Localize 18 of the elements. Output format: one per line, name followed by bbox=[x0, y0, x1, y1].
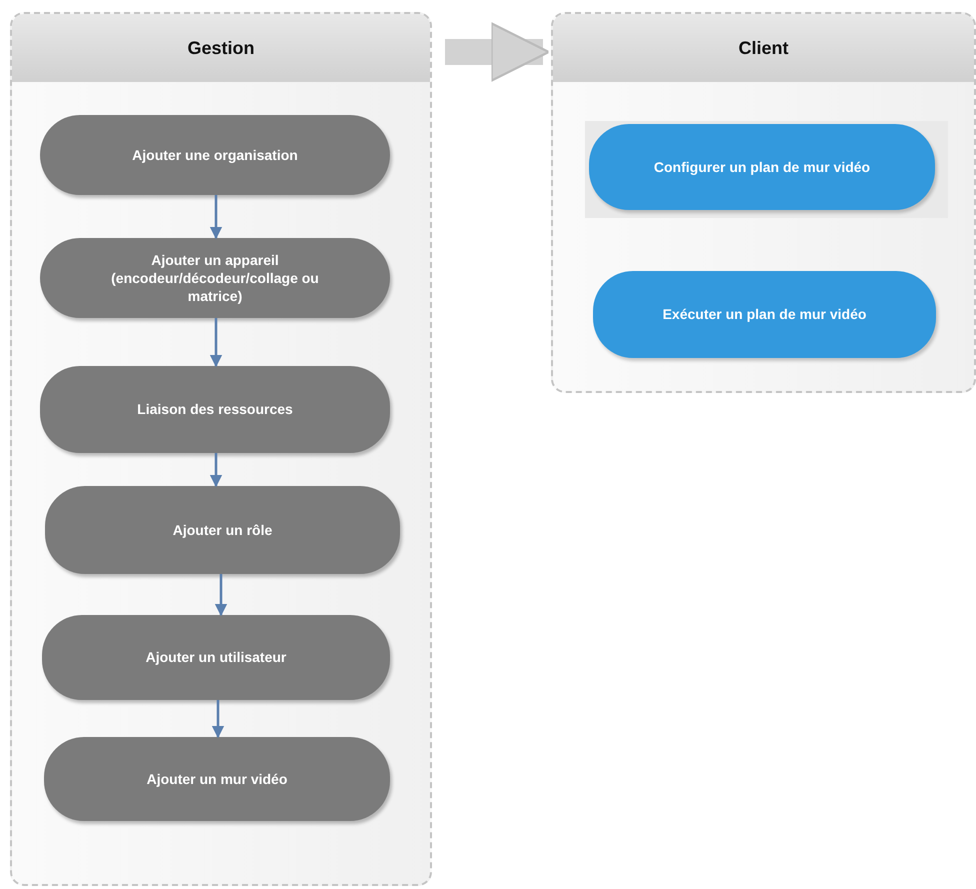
arrow bbox=[210, 195, 222, 240]
process-step: Ajouter un appareil (encodeur/décodeur/collage ou matrice) bbox=[40, 238, 390, 318]
process-step: Ajouter un mur vidéo bbox=[44, 737, 390, 821]
arrow bbox=[214, 574, 228, 616]
process-step: Exécuter un plan de mur vidéo bbox=[593, 271, 936, 358]
process-step: Ajouter un rôle bbox=[45, 486, 400, 574]
lane-header: Client bbox=[553, 14, 974, 82]
arrow bbox=[210, 453, 222, 488]
arrow bbox=[210, 318, 222, 368]
process-step: Ajouter un utilisateur bbox=[42, 615, 390, 700]
swimlane-panel bbox=[551, 12, 976, 393]
swimlane-panel bbox=[10, 12, 432, 886]
block-arrow bbox=[445, 22, 550, 82]
arrow bbox=[212, 700, 224, 738]
process-step: Liaison des ressources bbox=[40, 366, 390, 453]
process-step: Ajouter une organisation bbox=[40, 115, 390, 195]
lane-header: Gestion bbox=[12, 14, 430, 82]
process-step: Configurer un plan de mur vidéo bbox=[589, 124, 935, 210]
